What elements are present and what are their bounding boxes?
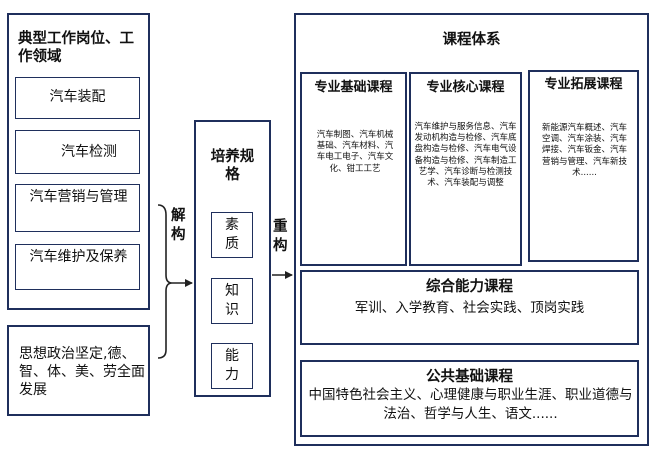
left-brace: [157, 204, 173, 359]
spec-item-knowledge-label: 知识: [225, 283, 239, 318]
public-course-title: 公共基础课程: [426, 369, 513, 385]
course-column-extended-text: 新能源汽车概述、汽车空调、汽车涂装、汽车焊接、汽车钣金、汽车营销与管理、汽车新技…: [541, 123, 627, 178]
curriculum-system-title: 课程体系: [442, 32, 501, 48]
deconstruct-label: 解构: [171, 208, 186, 243]
work-field-item-4: 汽车维护及保养: [15, 244, 140, 290]
course-column-core-title: 专业核心课程: [426, 80, 505, 95]
work-field-item-1: 汽车装配: [15, 77, 140, 119]
public-course-text: 中国特色社会主义、心理健康与职业生涯、职业道德与法治、哲学与人生、语文.....…: [308, 387, 633, 422]
course-column-core-text: 汽车维护与服务信息、汽车发动机构造与检修、汽车底盘构造与检修、汽车电气设备构造与…: [414, 122, 517, 189]
course-column-extended: 专业拓展课程 新能源汽车概述、汽车空调、汽车涂装、汽车焊接、汽车钣金、汽车营销与…: [528, 70, 639, 262]
work-field-item-1-label: 汽车装配: [49, 89, 106, 105]
work-field-title: 典型工作岗位、工作领域: [18, 31, 134, 66]
course-column-core: 专业核心课程 汽车维护与服务信息、汽车发动机构造与检修、汽车底盘构造与检修、汽车…: [409, 72, 522, 266]
work-field-item-2-label: 汽车检测: [61, 144, 117, 160]
course-column-basic-title: 专业基础课程: [314, 80, 393, 95]
work-field-item-2: 汽车检测: [15, 130, 140, 174]
work-field-item-3-label: 汽车营销与管理: [29, 189, 128, 205]
training-spec-title: 培养规格: [210, 149, 255, 184]
course-column-extended-title: 专业拓展课程: [544, 77, 623, 92]
course-column-basic: 专业基础课程 汽车制图、汽车机械基础、汽车材料、汽车电工电子、汽车文化、钳工工艺: [300, 72, 407, 266]
work-field-item-4-label: 汽车维护及保养: [29, 249, 128, 265]
comprehensive-course-text: 军训、入学教育、社会实践、顶岗实践: [354, 300, 585, 316]
moral-goal-box: 思想政治坚定,德、智、体、美、劳全面发展: [7, 325, 150, 416]
spec-item-quality-label: 素质: [225, 217, 239, 252]
comprehensive-course-box: 综合能力课程 军训、入学教育、社会实践、顶岗实践: [300, 270, 639, 345]
moral-goal-text: 思想政治坚定,德、智、体、美、劳全面发展: [19, 346, 145, 399]
spec-item-ability: 能力: [211, 343, 253, 389]
public-course-box: 公共基础课程 中国特色社会主义、心理健康与职业生涯、职业道德与法治、哲学与人生、…: [300, 360, 639, 437]
spec-item-ability-label: 能力: [225, 348, 239, 383]
spec-item-knowledge: 知识: [211, 278, 253, 324]
course-column-basic-text: 汽车制图、汽车机械基础、汽车材料、汽车电工电子、汽车文化、钳工工艺: [316, 130, 394, 174]
work-field-item-3: 汽车营销与管理: [15, 184, 140, 232]
reconstruct-label: 重构: [273, 219, 288, 254]
comprehensive-course-title: 综合能力课程: [426, 279, 513, 295]
spec-item-quality: 素质: [211, 212, 253, 258]
